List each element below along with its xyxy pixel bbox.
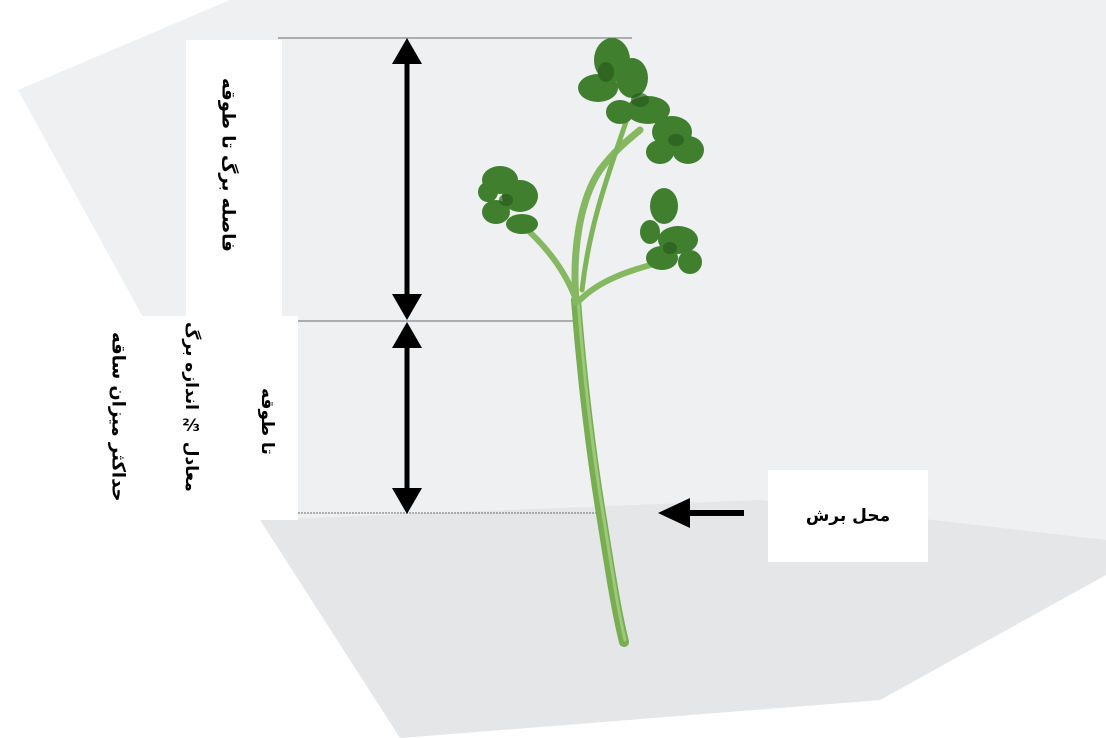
upper-distance-label: فاصله برگ تا طوقه xyxy=(216,78,239,252)
cut-point-label: محل برش xyxy=(806,506,890,526)
leaf-cluster-left-shade xyxy=(499,194,513,206)
upper-label-box: فاصله برگ تا طوقه xyxy=(186,40,282,320)
leaf-cluster-right-shade xyxy=(663,242,677,254)
lower-label-box: معادل ⅔ اندازه برگ تا طوقه حداکثر میزان … xyxy=(78,316,298,520)
max-stem-label: حداکثر میزان ساقه xyxy=(106,332,129,501)
lower-label-line1: معادل ⅔ اندازه برگ xyxy=(180,322,202,492)
paper-shadow xyxy=(260,500,1106,738)
cut-label-box: محل برش xyxy=(768,470,928,562)
lower-label-line2: تا طوقه xyxy=(256,388,278,455)
